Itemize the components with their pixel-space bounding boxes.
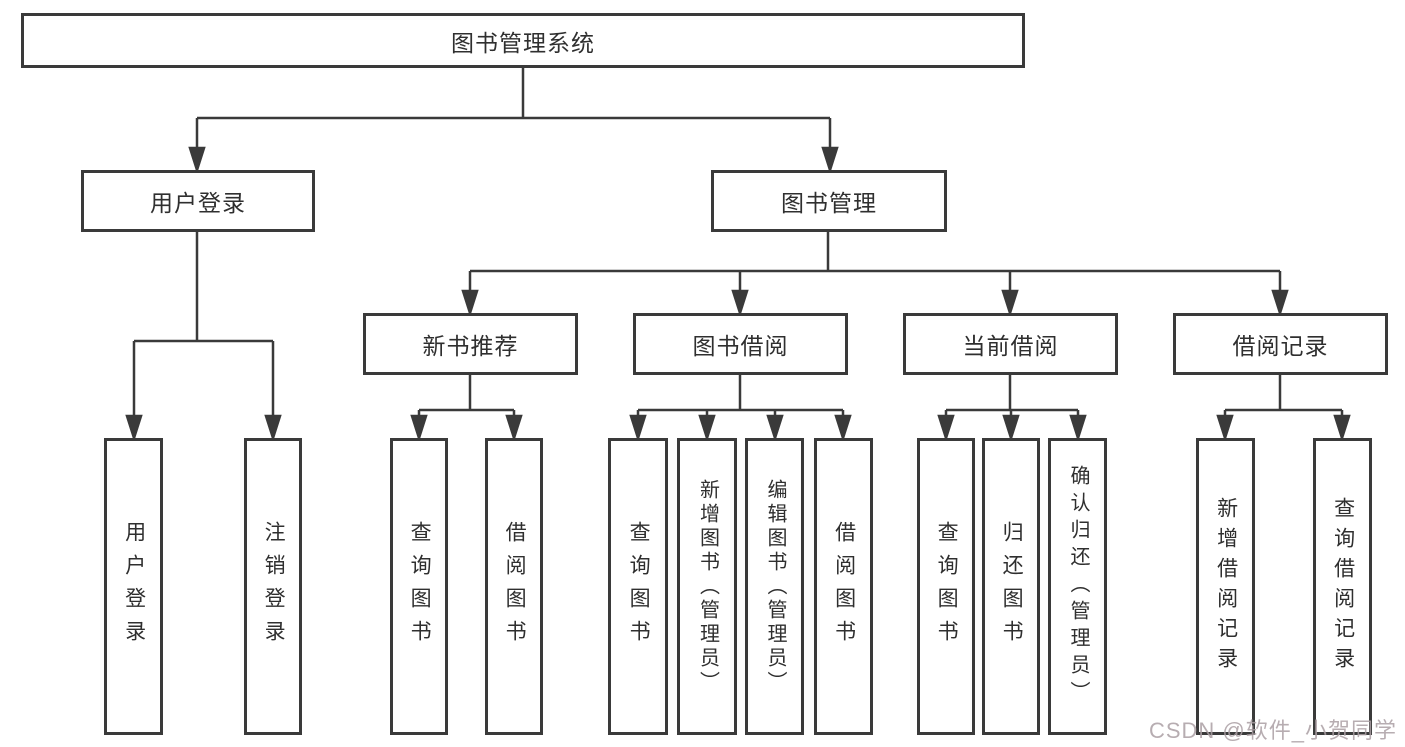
node-book-borrowing: 图书借阅 [633, 313, 848, 375]
leaf-query-book-recommend-label: 查询图书 [408, 520, 432, 653]
node-borrowing-records: 借阅记录 [1173, 313, 1388, 375]
node-user-login: 用户登录 [81, 170, 315, 232]
leaf-return-book: 归还图书 [982, 438, 1040, 735]
leaf-logout: 注销登录 [244, 438, 302, 735]
leaf-logout-label: 注销登录 [262, 520, 286, 653]
leaf-query-book-current-label: 查询图书 [935, 520, 959, 653]
node-current-borrowing: 当前借阅 [903, 313, 1118, 375]
leaf-borrow-book-label: 借阅图书 [832, 520, 856, 653]
node-root: 图书管理系统 [21, 13, 1025, 68]
node-book-management: 图书管理 [711, 170, 947, 232]
leaf-add-book-admin-label: 新增图书（管理员） [696, 478, 719, 695]
leaf-add-borrow-record: 新增借阅记录 [1196, 438, 1255, 735]
leaf-confirm-return-admin-label: 确认归还（管理员） [1067, 465, 1089, 708]
leaf-add-borrow-record-label: 新增借阅记录 [1214, 496, 1238, 677]
leaf-edit-book-admin: 编辑图书（管理员） [745, 438, 804, 735]
leaf-query-book-borrowing: 查询图书 [608, 438, 668, 735]
leaf-add-book-admin: 新增图书（管理员） [677, 438, 737, 735]
leaf-user-login: 用户登录 [104, 438, 163, 735]
leaf-borrow-book-recommend: 借阅图书 [485, 438, 543, 735]
leaf-borrow-book-recommend-label: 借阅图书 [503, 520, 527, 653]
leaf-edit-book-admin-label: 编辑图书（管理员） [764, 478, 786, 695]
leaf-borrow-book: 借阅图书 [814, 438, 873, 735]
node-new-book-recommendation: 新书推荐 [363, 313, 578, 375]
leaf-user-login-label: 用户登录 [122, 520, 146, 653]
leaf-return-book-label: 归还图书 [1000, 520, 1024, 653]
watermark: CSDN @软件_小贺同学 [1148, 718, 1397, 743]
leaf-query-borrow-record-label: 查询借阅记录 [1331, 496, 1355, 677]
leaf-query-book-borrowing-label: 查询图书 [627, 520, 651, 653]
leaf-confirm-return-admin: 确认归还（管理员） [1048, 438, 1107, 735]
leaf-query-book-current: 查询图书 [917, 438, 975, 735]
leaf-query-borrow-record: 查询借阅记录 [1313, 438, 1372, 735]
leaf-query-book-recommend: 查询图书 [390, 438, 448, 735]
